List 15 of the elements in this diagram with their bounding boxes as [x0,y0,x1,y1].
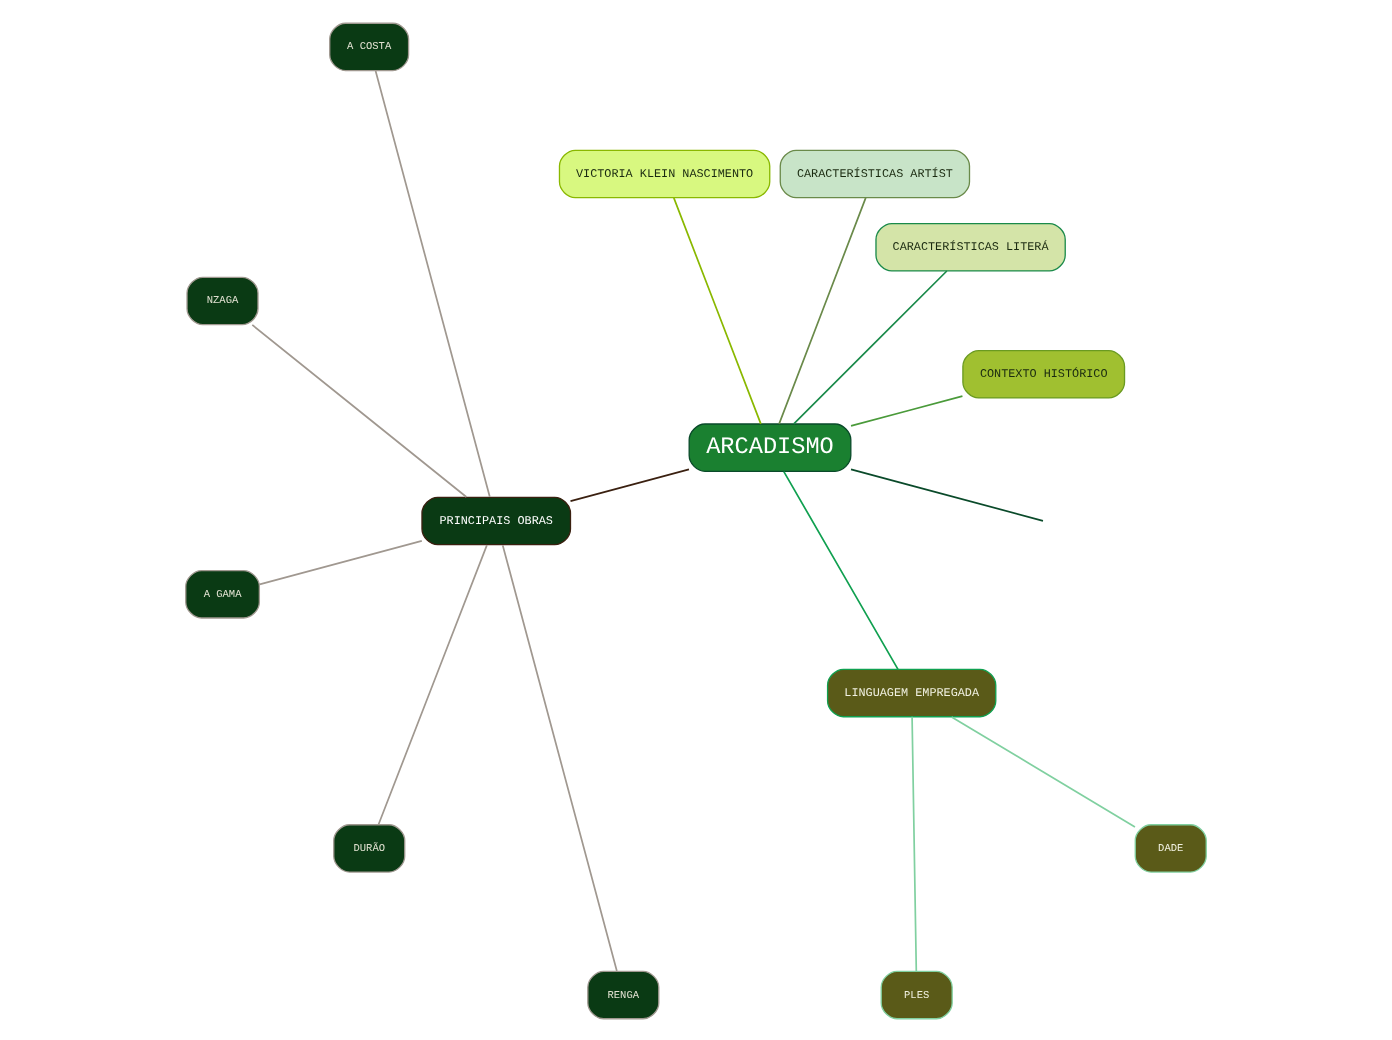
connector [258,539,423,585]
connector [911,714,918,971]
connector [783,469,899,670]
connector [850,394,964,426]
connector [501,543,618,971]
connector [950,715,1136,827]
connector [374,69,491,497]
connector [778,196,867,424]
node-box: ARCADISMO [688,422,852,471]
connector [251,323,468,497]
connector [569,467,690,501]
connector [672,196,762,424]
connector [377,543,488,825]
connector [850,467,1044,521]
connector [792,269,948,424]
